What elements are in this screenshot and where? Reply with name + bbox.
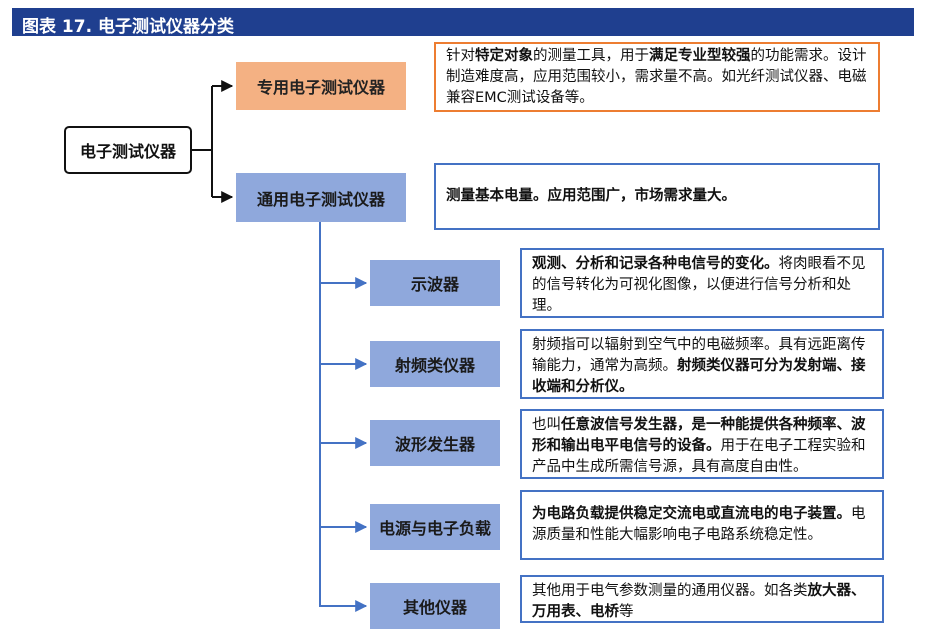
node-general-instruments: 通用电子测试仪器	[236, 173, 406, 222]
desc-rf-instruments: 射频指可以辐射到空气中的电磁频率。具有远距离传输能力，通常为高频。射频类仪器可分…	[520, 329, 884, 399]
desc-text: 针对特定对象的测量工具，用于满足专业型较强的功能需求。设计制造难度高，应用范围较…	[446, 46, 868, 109]
desc-text: 也叫任意波信号发生器，是一种能提供各种频率、波形和输出电平电信号的设备。用于在电…	[532, 415, 872, 478]
node-oscilloscope: 示波器	[370, 260, 500, 306]
desc-oscilloscope: 观测、分析和记录各种电信号的变化。将肉眼看不见的信号转化为可视化图像，以便进行信…	[520, 248, 884, 318]
node-rf-instruments: 射频类仪器	[370, 341, 500, 387]
desc-waveform-generator: 也叫任意波信号发生器，是一种能提供各种频率、波形和输出电平电信号的设备。用于在电…	[520, 409, 884, 479]
desc-run: 电源质量和性能大幅影响电子电路系统稳定性。	[532, 506, 866, 543]
desc-run: 针对	[446, 48, 475, 64]
desc-special-instruments: 针对特定对象的测量工具，用于满足专业型较强的功能需求。设计制造难度高，应用范围较…	[434, 42, 880, 112]
root-node: 电子测试仪器	[64, 126, 192, 174]
desc-bold-run: 放大器、万用表、电桥	[532, 583, 866, 620]
desc-text: 观测、分析和记录各种电信号的变化。将肉眼看不见的信号转化为可视化图像，以便进行信…	[532, 254, 872, 317]
desc-run: 的功能需求。设计制造难度高，应用范围较小，需求量不高。如光纤测试仪器、电磁兼容E…	[446, 48, 867, 106]
desc-general-instruments: 测量基本电量。应用范围广，市场需求量大。	[434, 163, 880, 230]
desc-bold-run: 为电路负载提供稳定交流电或直流电的电子装置。	[532, 506, 851, 522]
desc-text: 测量基本电量。应用范围广，市场需求量大。	[446, 186, 736, 207]
desc-bold-run: 测量基本电量。应用范围广，市场需求量大。	[446, 188, 736, 204]
desc-text: 为电路负载提供稳定交流电或直流电的电子装置。电源质量和性能大幅影响电子电路系统稳…	[532, 504, 872, 546]
desc-run: 其他用于电气参数测量的通用仪器。如各类	[532, 583, 808, 599]
desc-bold-run: 特定对象	[475, 48, 533, 64]
desc-run: 等	[619, 604, 634, 620]
desc-run: 射频指可以辐射到空气中的电磁频率。具有远距离传输能力，通常为高频。	[532, 337, 866, 374]
desc-bold-run: 任意波信号发生器，是一种能提供各种频率、波形和输出电平电信号的设备。	[532, 417, 866, 454]
desc-bold-run: 观测、分析和记录各种电信号的变化。	[532, 256, 779, 272]
desc-run: 的测量工具，用于	[533, 48, 649, 64]
node-other-instruments: 其他仪器	[370, 583, 500, 629]
node-waveform-generator: 波形发生器	[370, 420, 500, 466]
desc-run: 将肉眼看不见的信号转化为可视化图像，以便进行信号分析和处理。	[532, 256, 866, 314]
node-power-load: 电源与电子负载	[370, 504, 500, 550]
desc-text: 其他用于电气参数测量的通用仪器。如各类放大器、万用表、电桥等	[532, 581, 872, 623]
desc-power-load: 为电路负载提供稳定交流电或直流电的电子装置。电源质量和性能大幅影响电子电路系统稳…	[520, 490, 884, 560]
node-special-instruments: 专用电子测试仪器	[236, 62, 406, 110]
desc-bold-run: 满足专业型较强	[649, 48, 751, 64]
desc-text: 射频指可以辐射到空气中的电磁频率。具有远距离传输能力，通常为高频。射频类仪器可分…	[532, 335, 872, 398]
figure-title: 图表 17. 电子测试仪器分类	[22, 17, 234, 37]
desc-bold-run: 射频类仪器可分为发射端、接收端和分析仪。	[532, 358, 866, 395]
desc-run: 用于在电子工程实验和产品中生成所需信号源，具有高度自由性。	[532, 438, 866, 475]
desc-run: 也叫	[532, 417, 561, 433]
figure-title-bar: 图表 17. 电子测试仪器分类	[12, 8, 914, 37]
desc-other-instruments: 其他用于电气参数测量的通用仪器。如各类放大器、万用表、电桥等	[520, 575, 884, 623]
